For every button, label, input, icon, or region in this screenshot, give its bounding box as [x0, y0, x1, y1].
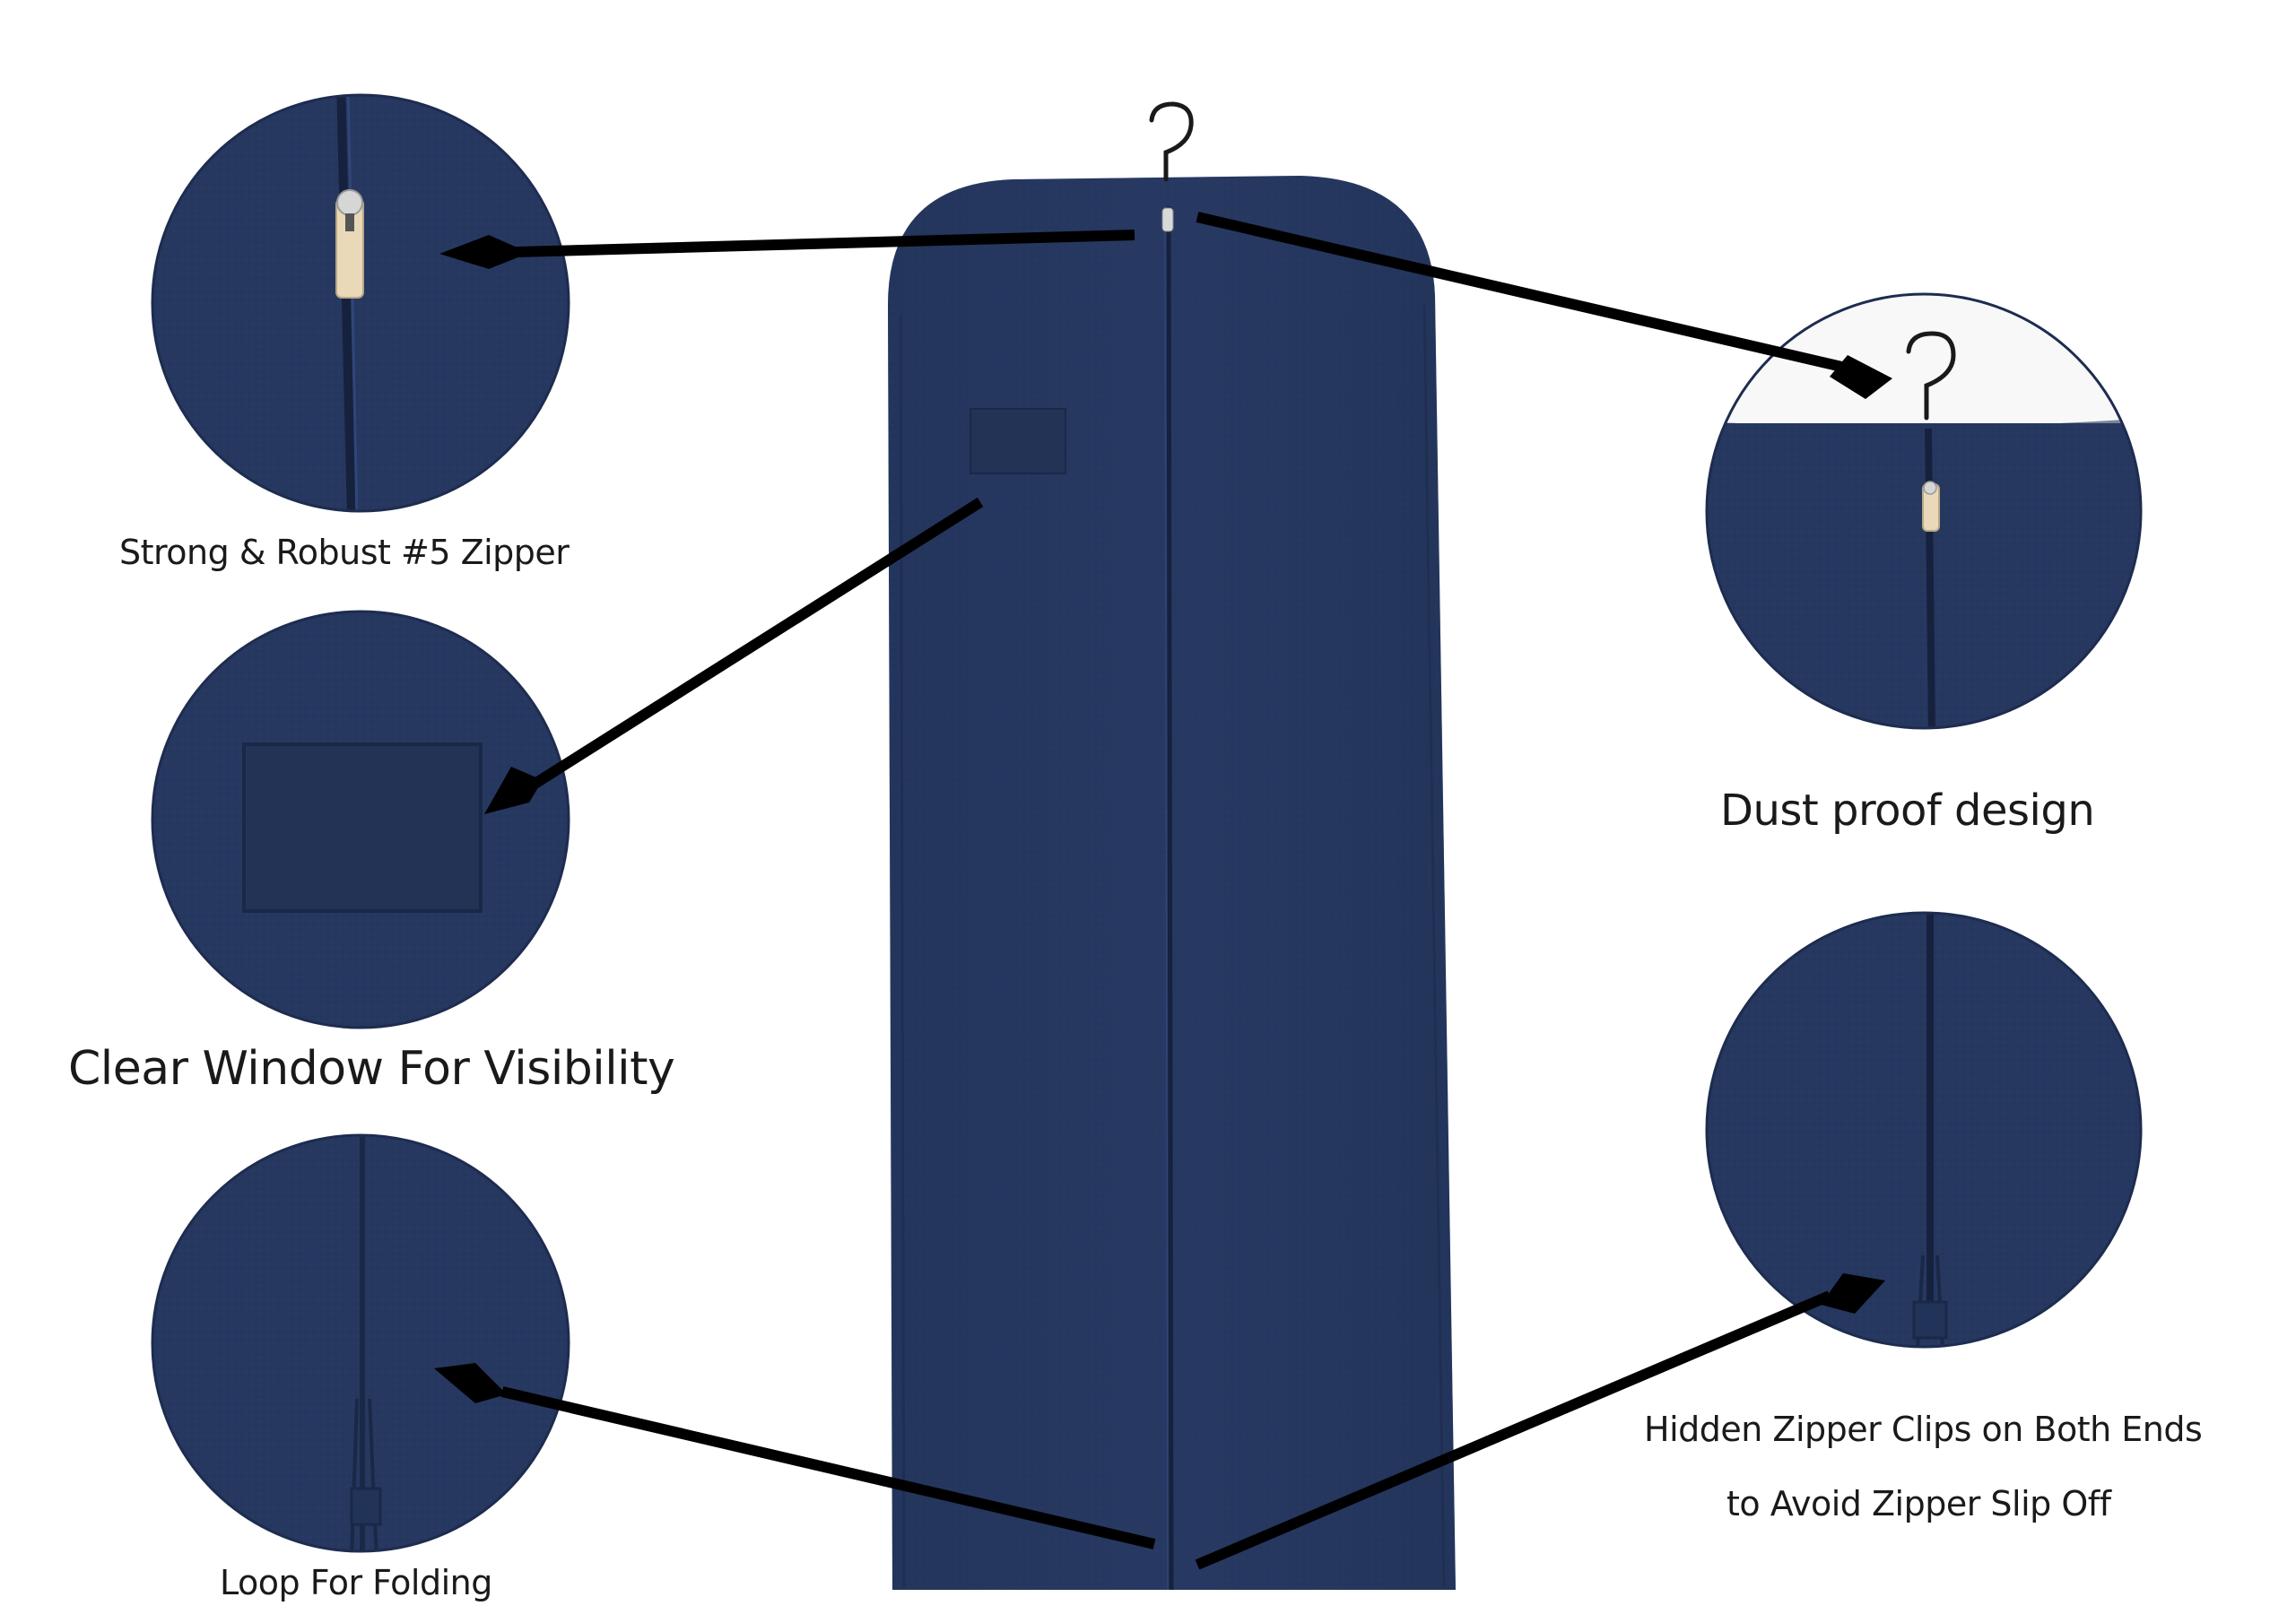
- bag-window: [970, 408, 1066, 474]
- caption-window: Clear Window For Visibility: [68, 1042, 675, 1096]
- pointer-dust-head: [1830, 355, 1892, 399]
- pointer-zipper: [483, 230, 1135, 258]
- bag-zipper: [1166, 205, 1174, 1591]
- zipper-detail-circle: [151, 93, 570, 513]
- hanger-hook-icon: [1149, 101, 1194, 182]
- caption-dust-proof: Dust proof design: [1720, 785, 2095, 836]
- pointer-window-head: [484, 767, 543, 814]
- hanger-hook-icon-detail: [1906, 331, 1956, 421]
- pointer-clips-head: [1821, 1273, 1885, 1314]
- caption-zipper: Strong & Robust #5 Zipper: [119, 533, 570, 572]
- pointer-clips: [1195, 1290, 1832, 1570]
- pointer-zipper-head: [439, 235, 529, 269]
- caption-clips-line-2: to Avoid Zipper Slip Off: [1726, 1484, 2111, 1523]
- pointer-window: [526, 497, 984, 793]
- loop-detail-circle: [151, 1133, 570, 1553]
- window-detail-circle: [151, 610, 570, 1029]
- pointer-arrows: [434, 212, 1892, 1570]
- caption-loop: Loop For Folding: [220, 1563, 492, 1602]
- zipper-clips-detail-circle: [1705, 911, 2143, 1349]
- pointer-dust: [1196, 212, 1863, 377]
- pointer-loop-head: [434, 1363, 507, 1403]
- caption-clips-line-1: Hidden Zipper Clips on Both Ends: [1644, 1410, 2203, 1449]
- pointer-loop: [500, 1386, 1156, 1549]
- garment-bag: [888, 101, 1456, 1591]
- bag-zipper-pull: [1161, 207, 1174, 232]
